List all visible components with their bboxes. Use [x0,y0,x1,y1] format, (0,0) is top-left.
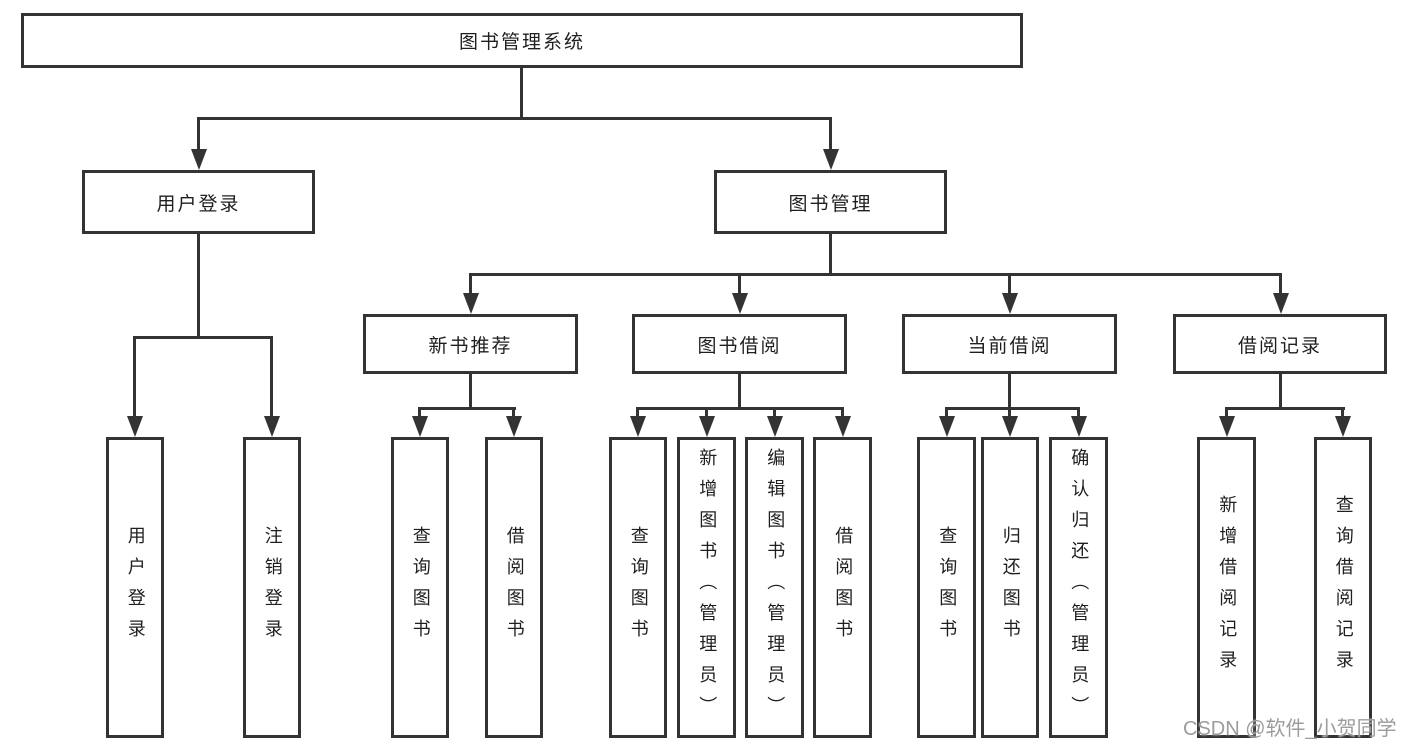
edge-stem-book-borrowing [738,374,741,410]
arrow-to-bb-edit-book [766,407,783,437]
node-borrowing-records-label: 借阅记录 [1237,335,1322,357]
leaf-add-book-admin: 新增图书（管理员） [677,437,736,738]
leaf-query-borrow-record: 查询借阅记录 [1314,437,1372,738]
node-book-management: 图书管理 [714,170,947,234]
edge-stem-user-login [197,233,200,339]
arrow-to-br-add-record [1218,407,1235,437]
arrow-to-bb-query-book [629,407,646,437]
leaf-query-book-current: 查询图书 [917,437,976,738]
leaf-query-book-borrowing: 查询图书 [609,437,667,738]
node-current-borrowing: 当前借阅 [902,314,1117,374]
arrow-to-user-login [190,117,207,170]
arrow-to-nb-borrow-book [505,407,522,437]
arrow-to-borrowing-records [1272,273,1289,314]
edge-rail-book-management-children [469,273,1282,276]
arrow-to-leaf-user-login [126,336,143,437]
leaf-return-book: 归还图书 [981,437,1039,738]
arrow-to-bb-add-book [698,407,715,437]
arrow-to-cb-query-book [938,407,955,437]
node-user-login: 用户登录 [82,170,315,234]
node-new-book-recommend: 新书推荐 [363,314,578,374]
leaf-borrow-book: 借阅图书 [813,437,872,738]
arrow-to-leaf-logout [263,336,280,437]
arrow-to-current-borrowing [1001,273,1018,314]
leaf-edit-book-admin: 编辑图书（管理员） [745,437,804,738]
edge-stem-new-book-recommend [469,374,472,410]
leaf-logout: 注销登录 [243,437,301,738]
edge-rail-borrowing-records-children [1225,407,1345,410]
edge-rail-new-book-recommend-children [419,407,516,410]
arrow-to-bb-borrow-book [834,407,851,437]
edge-stem-current-borrowing [1008,374,1011,410]
node-book-borrowing-label: 图书借阅 [697,335,782,357]
edge-rail-user-login-children [133,336,273,339]
csdn-watermark: CSDN @软件_小贺同学 [1183,718,1397,740]
edge-rail-current-borrowing-children [945,407,1080,410]
node-root: 图书管理系统 [21,13,1023,68]
node-book-management-label: 图书管理 [788,193,873,215]
edge-stem-borrowing-records [1279,374,1282,410]
node-user-login-label: 用户登录 [156,193,241,215]
arrow-to-book-management [822,117,839,170]
leaf-borrow-book-recommend: 借阅图书 [485,437,543,738]
edge-stem-book-management [829,233,832,276]
leaf-query-book-recommend: 查询图书 [391,437,449,738]
node-current-borrowing-label: 当前借阅 [967,335,1052,357]
arrow-to-nb-query-book [411,407,428,437]
arrow-to-cb-return-book [1001,407,1018,437]
arrow-to-br-query-record [1334,407,1351,437]
leaf-user-login: 用户登录 [106,437,164,738]
edge-rail-level2 [197,117,832,120]
edge-rail-book-borrowing-children [637,407,844,410]
arrow-to-book-borrowing [731,273,748,314]
node-borrowing-records: 借阅记录 [1173,314,1387,374]
leaf-confirm-return-admin: 确认归还（管理员） [1049,437,1108,738]
node-book-borrowing: 图书借阅 [632,314,847,374]
arrow-to-new-book-recommend [462,273,479,314]
node-new-book-recommend-label: 新书推荐 [428,335,513,357]
edge-stem-root [520,68,523,120]
leaf-add-borrow-record: 新增借阅记录 [1197,437,1256,738]
arrow-to-cb-confirm-return [1070,407,1087,437]
node-root-label: 图书管理系统 [458,32,585,53]
